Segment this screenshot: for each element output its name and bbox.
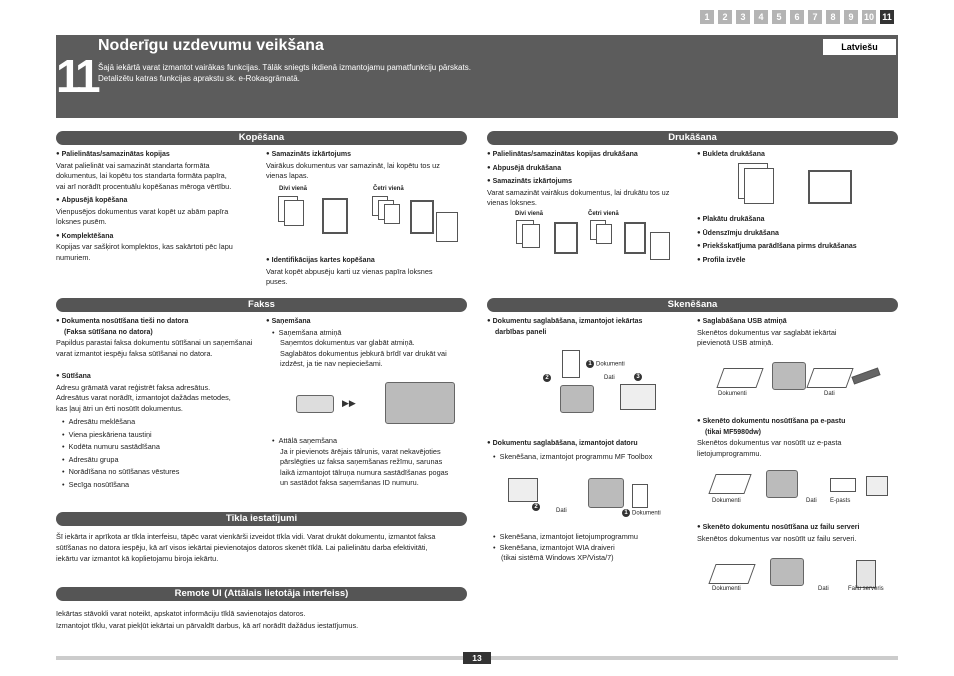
file-server-label: Failu serveris	[848, 586, 884, 592]
output-page-illustration	[322, 198, 348, 234]
print-section-heading: Drukāšana	[487, 131, 898, 145]
computer-illustration	[508, 478, 538, 502]
document-illustration	[716, 368, 764, 388]
scan-usb: Saglabāšana USB atmiņā Skenētos dokument…	[697, 316, 897, 349]
chapter-tab[interactable]: 1	[700, 10, 714, 24]
two-in-one-label: Divi vienā	[515, 211, 544, 217]
chapter-tab[interactable]: 5	[772, 10, 786, 24]
print-right-column: Bukleta drukāšana	[697, 149, 897, 161]
remote-ui-section-heading: Remote UI (Attālais lietotāja interfeiss…	[56, 587, 467, 601]
document-illustration	[522, 224, 540, 248]
data-label: Dati	[806, 498, 817, 504]
print-options: Plakātu drukāšana Ūdenszīmju drukāšana P…	[697, 214, 897, 266]
two-in-one-label: Divi vienā	[279, 186, 308, 192]
email-label: E-pasts	[830, 498, 851, 504]
data-illustration	[806, 368, 854, 388]
arrow-icon: ▶▶	[342, 398, 356, 408]
step-badge: 2	[543, 374, 553, 383]
copy-left-column: Palielinātas/samazinātas kopijas Varat p…	[56, 149, 261, 263]
scan-panel: Dokumentu saglabāšana, izmantojot iekārt…	[487, 316, 687, 338]
four-in-one-label: Četri vienā	[588, 211, 619, 217]
email-envelope-icon	[830, 478, 856, 492]
fax-right-column: Saņemšana • Saņemšana atmiņā Saņemtos do…	[266, 316, 466, 370]
chapter-number: 11	[56, 50, 101, 102]
document-illustration	[596, 224, 612, 244]
document-illustration	[708, 564, 756, 584]
data-label: Dati	[818, 586, 829, 592]
data-label: Dati	[824, 391, 835, 397]
print-left-column: Palielinātas/samazinātas kopijas drukāša…	[487, 149, 692, 209]
file-server-icon	[856, 560, 876, 588]
printer-illustration	[588, 478, 624, 508]
fax-left-column: Dokumenta nosūtīšana tieši no datora (Fa…	[56, 316, 266, 491]
printer-illustration	[560, 385, 594, 413]
scan-section-heading: Skenēšana	[487, 298, 898, 312]
usb-memory-icon	[851, 367, 881, 385]
chapter-tab[interactable]: 8	[826, 10, 840, 24]
documents-label: Dokumenti	[712, 498, 741, 504]
printer-illustration	[772, 362, 806, 390]
printer-illustration	[770, 558, 804, 586]
booklet-illustration	[744, 168, 774, 204]
document-illustration	[562, 350, 580, 378]
output-page-illustration	[624, 222, 646, 254]
scan-file-server: Skenēto dokumentu nosūtīšana uz failu se…	[697, 522, 897, 544]
scan-data-label: Dati	[604, 375, 615, 381]
chapter-tab-active[interactable]: 11	[880, 10, 894, 24]
remote-receive: • Attālā saņemšana Ja ir pievienots ārēj…	[272, 436, 449, 487]
copy-right-column: Samazināts izkārtojums Vairākus dokument…	[266, 149, 466, 182]
copy-section-heading: Kopēšana	[56, 131, 467, 145]
output-page-illustration	[650, 232, 670, 260]
chapter-tab[interactable]: 3	[736, 10, 750, 24]
output-page-illustration	[554, 222, 578, 254]
chapter-tabs: 1 2 3 4 5 6 7 8 9 10 11	[700, 10, 894, 24]
page-number: 13	[463, 652, 491, 664]
fax-section-heading: Fakss	[56, 298, 467, 312]
network-section-heading: Tīkla iestatījumi	[56, 512, 467, 526]
chapter-tab[interactable]: 2	[718, 10, 732, 24]
document-illustration	[708, 474, 752, 494]
step-badge: 2	[532, 503, 542, 512]
scan-email: Skenēto dokumentu nosūtīšana pa e-pastu …	[697, 416, 897, 459]
chapter-tab[interactable]: 10	[862, 10, 876, 24]
output-page-illustration	[436, 212, 458, 242]
document-illustration	[632, 484, 648, 508]
chapter-tab[interactable]: 4	[754, 10, 768, 24]
printer-illustration	[385, 382, 455, 424]
fax-machine-illustration	[296, 395, 334, 413]
chapter-title: Noderīgu uzdevumu veikšana	[98, 37, 324, 54]
printer-illustration	[766, 470, 798, 498]
computer-illustration	[866, 476, 888, 496]
documents-label: Dokumenti	[718, 391, 747, 397]
remote-ui-text: Iekārtas stāvokli varat noteikt, apskato…	[56, 609, 359, 630]
chapter-tab[interactable]: 7	[808, 10, 822, 24]
document-illustration	[384, 204, 400, 224]
booklet-output-illustration	[808, 170, 852, 204]
id-card-copy: Identifikācijas kartes kopēšana Varat ko…	[266, 255, 466, 288]
network-text: Šī iekārta ir aprīkota ar tīkla interfei…	[56, 532, 436, 563]
document-illustration	[284, 200, 304, 226]
scan-methods: • Skenēšana, izmantojot lietojumprogramm…	[493, 532, 638, 562]
language-label: Latviešu	[823, 39, 896, 55]
chapter-tab[interactable]: 6	[790, 10, 804, 24]
output-page-illustration	[410, 200, 434, 234]
computer-illustration	[620, 384, 656, 410]
four-in-one-label: Četri vienā	[373, 186, 404, 192]
step-badge: 3	[634, 373, 644, 382]
scan-computer: Dokumentu saglabāšana, izmantojot datoru…	[487, 438, 687, 462]
scan-data-label: Dati	[556, 508, 567, 514]
chapter-banner	[56, 35, 898, 118]
chapter-tab[interactable]: 9	[844, 10, 858, 24]
documents-label: Dokumenti	[712, 586, 741, 592]
chapter-description: Šajā iekārtā varat izmantot vairākas fun…	[98, 63, 471, 83]
